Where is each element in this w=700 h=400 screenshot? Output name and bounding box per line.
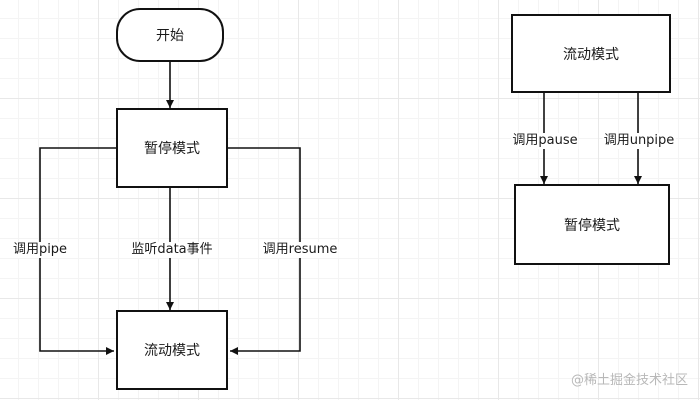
edge-label-resume: 调用resume xyxy=(261,242,339,258)
edge-label-pause: 调用pause xyxy=(511,133,579,149)
watermark: @稀土掘金技术社区 xyxy=(570,373,688,388)
edge-label-pipe: 调用pipe xyxy=(11,242,69,258)
start-node: 开始 xyxy=(116,8,224,62)
right-paused-mode-label: 暂停模式 xyxy=(564,217,620,234)
right-paused-mode-node: 暂停模式 xyxy=(514,184,670,265)
edge-label-data-event: 监听data事件 xyxy=(130,242,214,258)
left-paused-mode-label: 暂停模式 xyxy=(144,141,200,157)
left-paused-mode-node: 暂停模式 xyxy=(116,108,228,188)
left-flowing-mode-label: 流动模式 xyxy=(144,343,200,359)
right-flowing-mode-label: 流动模式 xyxy=(563,46,619,63)
start-label: 开始 xyxy=(156,28,184,44)
right-flowing-mode-node: 流动模式 xyxy=(511,14,671,93)
left-flowing-mode-node: 流动模式 xyxy=(116,310,228,390)
edge-label-unpipe: 调用unpipe xyxy=(602,133,676,149)
